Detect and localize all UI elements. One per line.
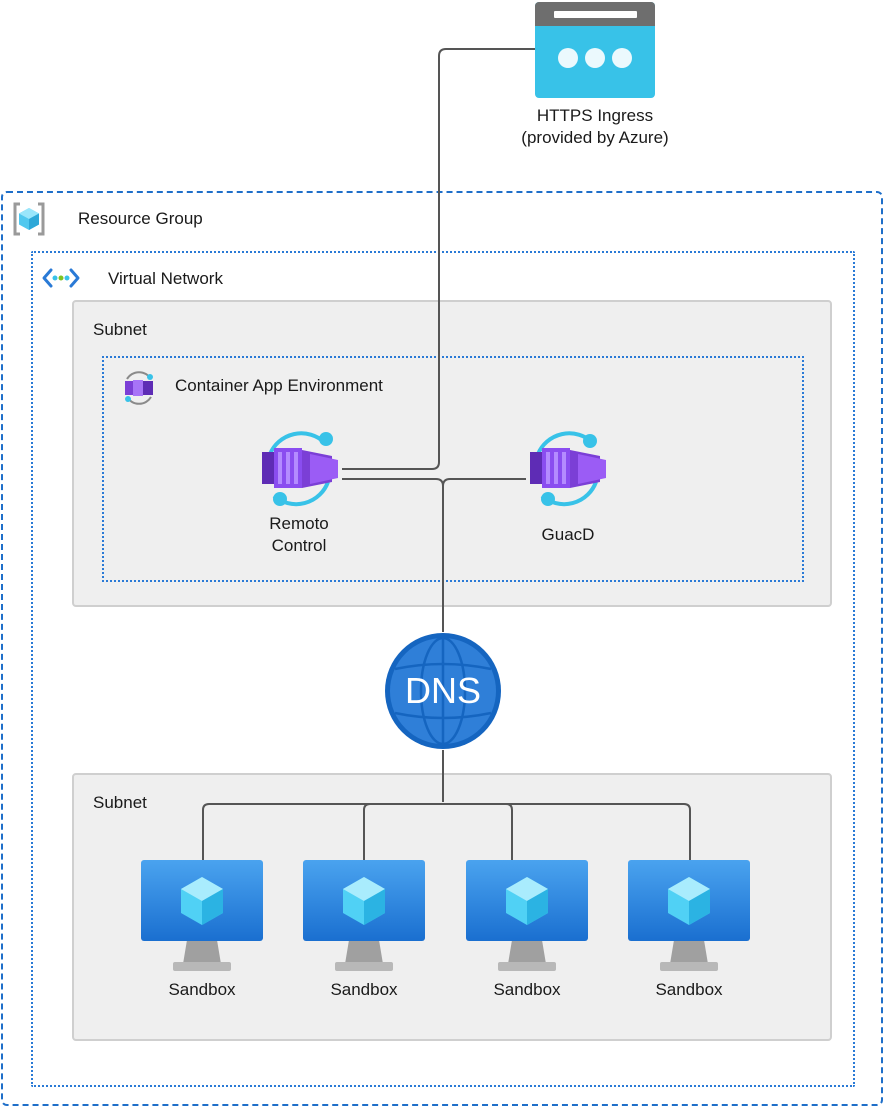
virtual-network-icon bbox=[42, 268, 80, 288]
sandbox-label: Sandbox bbox=[168, 980, 236, 999]
remoto-control-label-line2: Control bbox=[271, 536, 327, 555]
container-app-icon bbox=[530, 431, 606, 507]
container-app-icon bbox=[262, 431, 338, 507]
guacd-to-dns-connector bbox=[442, 478, 526, 487]
ingress-label: HTTPS Ingress (provided by Azure) bbox=[495, 106, 695, 148]
container-app-environment-label: Container App Environment bbox=[175, 376, 383, 395]
sandbox-vm: Sandbox bbox=[141, 860, 263, 999]
sandbox-vm: Sandbox bbox=[466, 860, 588, 999]
virtual-network-boundary bbox=[31, 251, 855, 1087]
subnet-bottom-label: Subnet bbox=[93, 793, 147, 812]
subnet-top-label: Subnet bbox=[93, 320, 147, 339]
container-app-environment-boundary bbox=[102, 356, 804, 582]
dns-to-sandboxes-connector bbox=[202, 750, 691, 860]
virtual-machine-icon bbox=[303, 860, 425, 971]
virtual-network-label: Virtual Network bbox=[108, 269, 223, 288]
virtual-machine-icon bbox=[628, 860, 750, 971]
browser-window-icon bbox=[535, 2, 655, 98]
resource-group-label: Resource Group bbox=[78, 209, 203, 228]
resource-group-icon bbox=[13, 202, 45, 236]
virtual-machine-icon bbox=[466, 860, 588, 971]
subnet-top bbox=[72, 300, 832, 607]
sandbox-label: Sandbox bbox=[655, 980, 723, 999]
resource-group-boundary bbox=[1, 191, 883, 1106]
container-app-environment-icon bbox=[125, 371, 153, 405]
remoto-control-label: Remoto Control bbox=[219, 514, 379, 556]
sandbox-vm: Sandbox bbox=[628, 860, 750, 999]
dns-text: DNS bbox=[405, 670, 481, 711]
ingress-label-line2: (provided by Azure) bbox=[521, 128, 669, 147]
ingress-to-remoto-connector bbox=[342, 48, 536, 470]
remoto-control-label-line1: Remoto bbox=[269, 514, 329, 533]
ingress-label-line1: HTTPS Ingress bbox=[536, 106, 654, 125]
virtual-machine-icon bbox=[141, 860, 263, 971]
sandbox-label: Sandbox bbox=[330, 980, 398, 999]
sandbox-vm: Sandbox bbox=[303, 860, 425, 999]
sandbox-label: Sandbox bbox=[493, 980, 561, 999]
guacd-label: GuacD bbox=[541, 525, 595, 544]
dns-globe-icon: DNS bbox=[385, 633, 501, 749]
